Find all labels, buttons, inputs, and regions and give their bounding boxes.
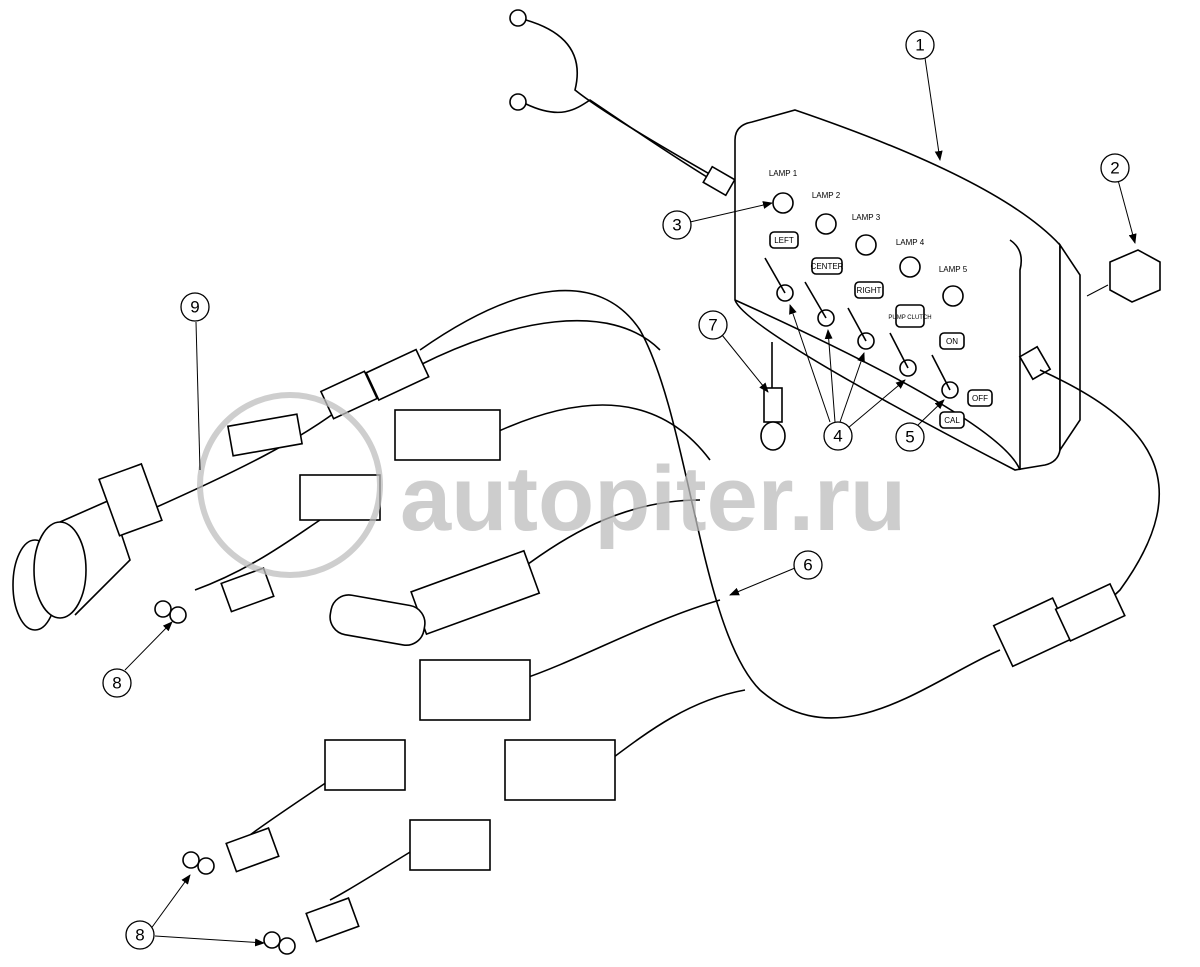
lamp-1-label: LAMP 1 xyxy=(769,169,798,178)
leader-lines xyxy=(124,57,1137,947)
center-label: CENTER xyxy=(811,262,844,271)
toggle-switches xyxy=(764,257,959,399)
right-label: RIGHT xyxy=(857,286,882,295)
callout-6: 6 xyxy=(793,550,823,580)
callout-4: 4 xyxy=(823,421,853,451)
svg-text:7: 7 xyxy=(708,316,717,335)
watermark-text: autopiter.ru xyxy=(400,448,906,550)
lamp-3-label: LAMP 3 xyxy=(852,213,881,222)
callout-9: 9 xyxy=(180,292,210,322)
watermark: autopiter.ru xyxy=(197,392,906,578)
on-label: ON xyxy=(946,337,958,346)
ground-leads xyxy=(509,9,736,197)
callout-7: 7 xyxy=(698,310,728,340)
callout-1: 1 xyxy=(905,30,935,60)
svg-text:9: 9 xyxy=(190,298,199,317)
svg-text:3: 3 xyxy=(672,216,681,235)
lamp-4-label: LAMP 4 xyxy=(896,238,925,247)
control-box: LAMP 1 LAMP 2 LAMP 3 LAMP 4 LAMP 5 LEFT … xyxy=(734,109,1081,471)
lamp-2-label: LAMP 2 xyxy=(812,191,841,200)
relay xyxy=(1086,249,1161,303)
callout-2: 2 xyxy=(1100,153,1130,183)
pump-clutch-label: PUMP CLUTCH xyxy=(888,315,931,321)
callout-5: 5 xyxy=(895,422,925,452)
svg-text:4: 4 xyxy=(833,427,842,446)
left-label: LEFT xyxy=(774,236,794,245)
callout-8b: 8 xyxy=(125,920,155,950)
callout-3: 3 xyxy=(662,210,692,240)
svg-text:8: 8 xyxy=(135,926,144,945)
connectors xyxy=(154,348,1126,955)
buzzer xyxy=(760,342,786,451)
off-label: OFF xyxy=(972,394,988,403)
harness-cables xyxy=(149,289,1160,901)
svg-text:1: 1 xyxy=(915,36,924,55)
callout-8a: 8 xyxy=(102,668,132,698)
svg-text:5: 5 xyxy=(905,428,914,447)
svg-text:2: 2 xyxy=(1110,159,1119,178)
cal-label: CAL xyxy=(944,416,960,425)
svg-text:6: 6 xyxy=(803,556,812,575)
svg-text:8: 8 xyxy=(112,674,121,693)
lamp-5-label: LAMP 5 xyxy=(939,265,968,274)
round-connector xyxy=(12,413,303,631)
